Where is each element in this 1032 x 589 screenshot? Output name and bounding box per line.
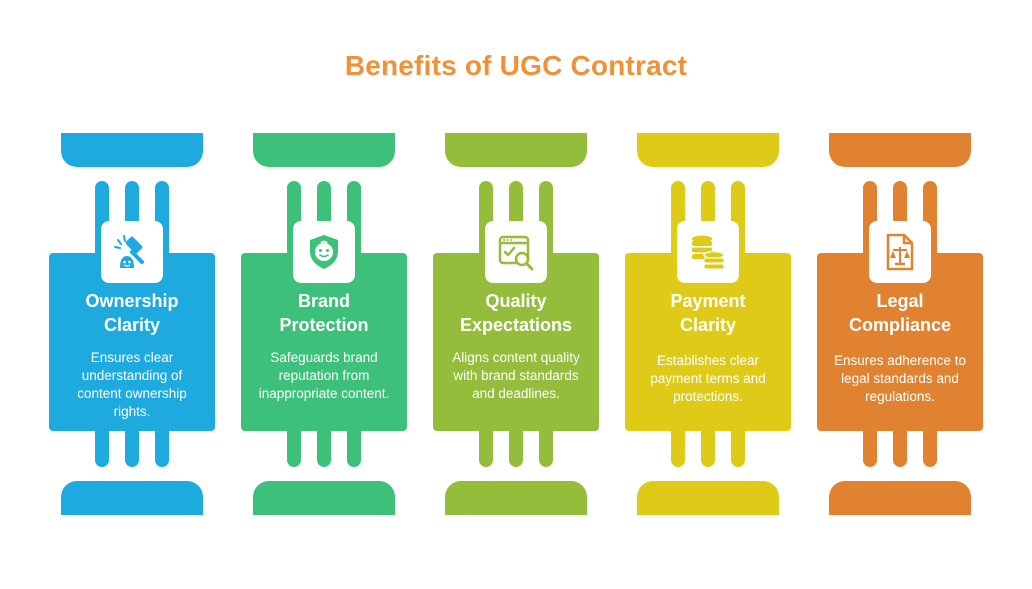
pillar-bar (863, 431, 877, 467)
card-title-line: Payment (670, 291, 746, 311)
benefit-brand-protection: Brand Protection Safeguards brand reputa… (241, 0, 407, 589)
bottom-cap (253, 481, 395, 515)
gavel-icon (101, 221, 163, 283)
card-title: Quality Expectations (439, 289, 593, 337)
pillar-bar (509, 431, 523, 467)
card-title-line: Clarity (103, 315, 161, 335)
benefit-card: Brand Protection Safeguards brand reputa… (241, 253, 407, 431)
pillar-bar (155, 431, 169, 467)
pillar-bar (731, 431, 745, 467)
benefit-card: Ownership Clarity Ensures clear understa… (49, 253, 215, 431)
browser-search-icon (485, 221, 547, 283)
pillar-bar (923, 431, 937, 467)
bottom-cap (61, 481, 203, 515)
card-title-line: Expectations (459, 315, 573, 335)
pillar-bar (125, 431, 139, 467)
card-title-line: Clarity (679, 315, 737, 335)
top-cap (253, 133, 395, 167)
card-title: Ownership Clarity (55, 289, 209, 337)
coins-icon (677, 221, 739, 283)
card-description: Aligns content quality with brand standa… (452, 350, 580, 401)
card-title: Legal Compliance (823, 289, 977, 337)
card-title-line: Protection (279, 315, 369, 335)
pillar-bar (347, 431, 361, 467)
shield-face-icon (293, 221, 355, 283)
pillar-bar (893, 431, 907, 467)
bottom-cap (829, 481, 971, 515)
top-cap (61, 133, 203, 167)
benefit-quality-expectations: Quality Expectations Aligns content qual… (433, 0, 599, 589)
pillar-bar (479, 431, 493, 467)
card-description: Ensures clear understanding of content o… (77, 350, 187, 419)
top-cap (829, 133, 971, 167)
pillar-bar (287, 431, 301, 467)
bottom-cap (445, 481, 587, 515)
pillar-bar (317, 431, 331, 467)
legal-scale-icon (869, 221, 931, 283)
top-cap (637, 133, 779, 167)
card-description: Safeguards brand reputation from inappro… (258, 350, 390, 401)
card-title-line: Quality (485, 291, 547, 311)
benefit-card: Payment Clarity Establishes clear paymen… (625, 253, 791, 431)
pillar-bar (701, 431, 715, 467)
card-description: Establishes clear payment terms and prot… (650, 353, 766, 404)
card-title-line: Legal (876, 291, 924, 311)
pillar-bar (95, 431, 109, 467)
card-title-line: Ownership (85, 291, 179, 311)
benefit-ownership-clarity: Ownership Clarity Ensures clear understa… (49, 0, 215, 589)
card-title: Brand Protection (247, 289, 401, 337)
card-title-line: Brand (297, 291, 350, 311)
pillar-bar (671, 431, 685, 467)
pillar-bar (539, 431, 553, 467)
benefit-card: Legal Compliance Ensures adherence to le… (817, 253, 983, 431)
page-title: Benefits of UGC Contract (344, 50, 688, 81)
card-title-line: Compliance (848, 315, 952, 335)
top-cap (445, 133, 587, 167)
bottom-cap (637, 481, 779, 515)
card-description: Ensures adherence to legal standards and… (833, 353, 967, 404)
card-title: Payment Clarity (631, 289, 785, 337)
benefit-legal-compliance: Legal Compliance Ensures adherence to le… (817, 0, 983, 589)
benefit-payment-clarity: Payment Clarity Establishes clear paymen… (625, 0, 791, 589)
